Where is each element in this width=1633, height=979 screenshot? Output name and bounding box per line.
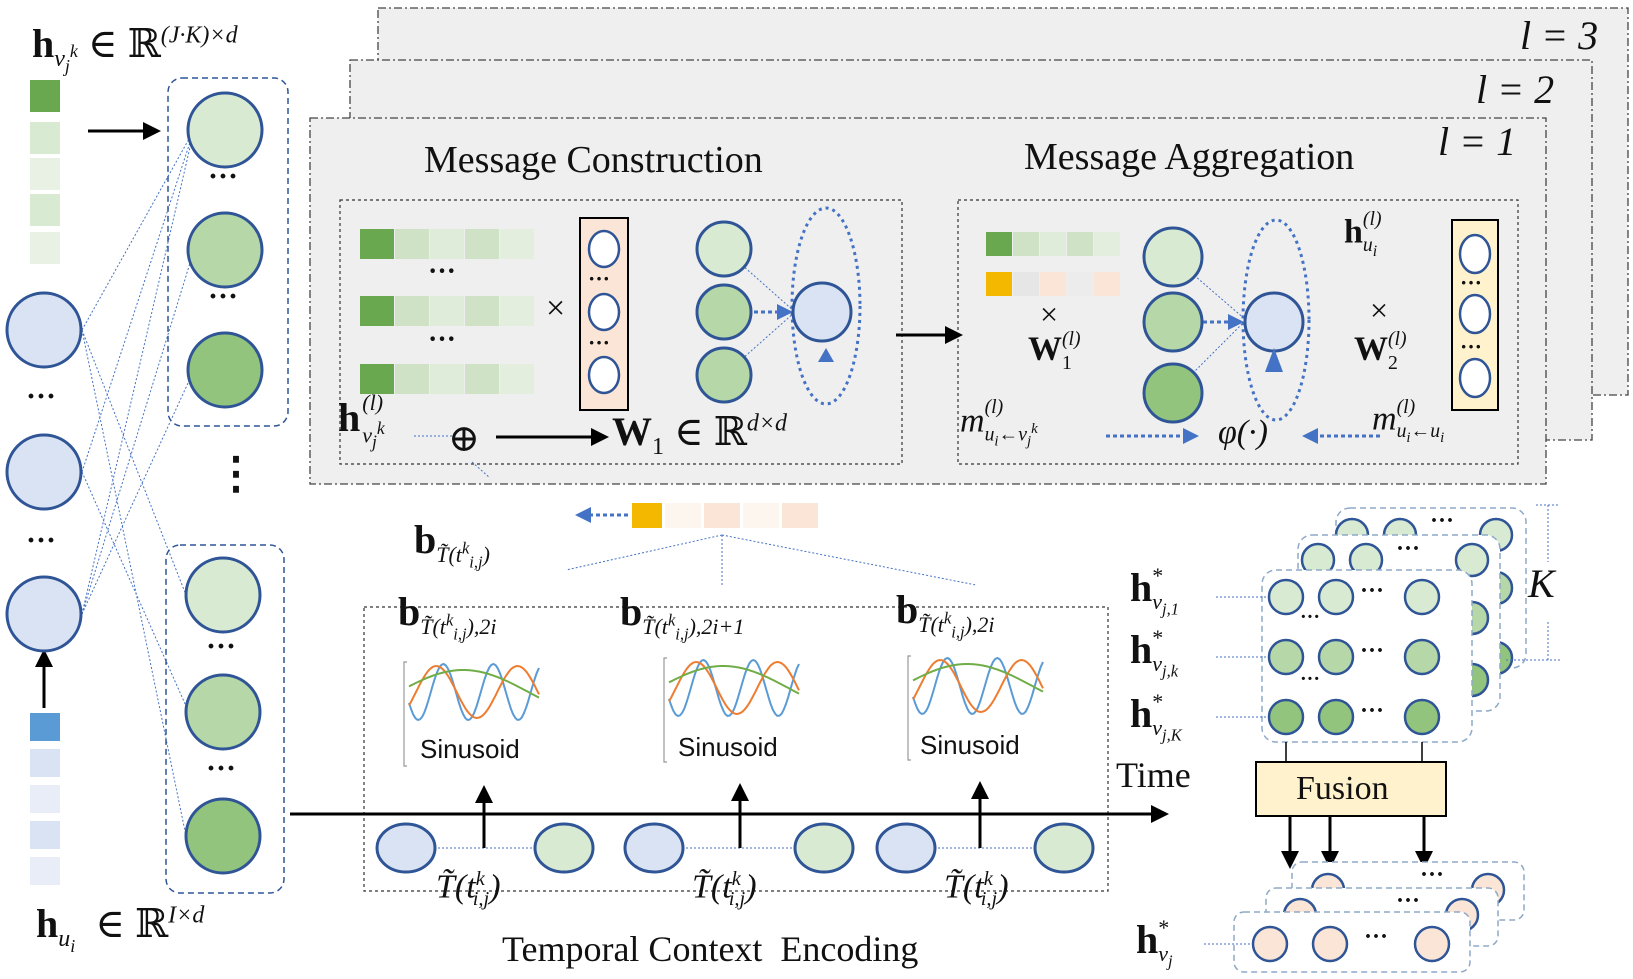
temporal-encoding-box	[363, 606, 1109, 892]
time-label-2: T̃(tki,j)	[692, 868, 757, 911]
time-axis-label: Time	[1116, 755, 1191, 795]
weight-dots-1: ···	[588, 266, 611, 291]
stack-back-dots: ···	[1430, 508, 1455, 534]
layer-2-label: l = 2	[1476, 67, 1555, 112]
message-from-item-label: m (l) ui←vjk	[960, 396, 1038, 450]
fusion-box	[1255, 761, 1447, 817]
fusion-out-arrows	[1281, 816, 1433, 869]
aggregation-times-1: ×	[1040, 296, 1059, 332]
front-row3-dots: ···	[1360, 698, 1385, 724]
h-ui-dots-2: ···	[1460, 334, 1483, 359]
user-dots-2: ···	[26, 524, 57, 557]
b-temporal-2i-label-1: bT̃(tki,j),2i	[398, 589, 497, 644]
item-group-vdots: ⋮	[214, 449, 258, 498]
h-star-vj1-label: h * vj,1	[1130, 563, 1179, 619]
item-dots-3: ···	[206, 630, 237, 663]
construction-dots-2: ···	[428, 324, 457, 355]
front-row2-dots: ···	[1360, 638, 1385, 664]
item-embedding-bars	[30, 80, 60, 264]
temporal-fan-lines	[565, 534, 977, 586]
h-ui-dimension-label: hui ∈ ℝI×d	[36, 901, 205, 956]
construction-dots-1: ···	[428, 256, 457, 287]
item-dots-2: ···	[208, 280, 239, 313]
b-temporal-2i-label-2: bT̃(tki,j),2i	[896, 587, 995, 642]
sinusoid-panel-2	[663, 657, 800, 763]
sinusoid-panel-3	[907, 655, 1044, 761]
construction-times: ×	[546, 290, 566, 327]
sin-curves	[408, 662, 540, 721]
time-node-pairs	[375, 822, 1095, 874]
feature-bars-construction	[360, 229, 534, 394]
front-vdots-2: ···	[1300, 668, 1321, 690]
construction-graph	[695, 206, 862, 406]
phi-aggregation-label: φ(·)	[1218, 414, 1268, 451]
layer-3-label: l = 3	[1520, 13, 1599, 58]
layer-1-label: l = 1	[1438, 119, 1517, 164]
oplus-symbol: ⊕	[448, 418, 480, 460]
h-ui-dots-1: ···	[1460, 270, 1483, 295]
k-bracket	[1506, 504, 1560, 661]
sinusoid-label-3: Sinusoid	[920, 730, 1020, 760]
time-label-1: T̃(tki,j)	[436, 868, 501, 911]
h-ui-vector	[1451, 219, 1499, 411]
w2-l-label: W (l) 2	[1354, 328, 1407, 374]
weight-dots-2: ···	[588, 330, 611, 355]
front-vdots-1: ···	[1300, 606, 1321, 628]
bipartite-edges	[81, 129, 195, 837]
item-dots-4: ···	[206, 752, 237, 785]
sinusoid-label-2: Sinusoid	[678, 732, 778, 762]
h-l-ui-label: h (l) ui	[1344, 208, 1382, 260]
temporal-vector-bar	[575, 503, 818, 528]
output-front-dots: ···	[1364, 924, 1389, 950]
message-construction-title: Message Construction	[424, 139, 763, 181]
feature-bars-aggregation	[986, 232, 1120, 296]
front-row1-dots: ···	[1360, 578, 1385, 604]
aggregation-times-2: ×	[1370, 292, 1389, 328]
k-stack-front	[1216, 569, 1473, 743]
sinusoid-panel-1	[403, 661, 540, 767]
output-mid-dots: ···	[1396, 888, 1421, 914]
w1-l-label: W (l) 1	[1028, 328, 1081, 374]
message-aggregation-title: Message Aggregation	[1024, 136, 1355, 178]
h-star-vj-label: h * vj	[1136, 915, 1173, 971]
w1-space-label: W1 ∈ ℝd×d	[612, 409, 788, 460]
item-group-bottom	[165, 544, 285, 894]
fusion-connectors	[1285, 742, 1423, 764]
sinusoid-label-1: Sinusoid	[420, 734, 520, 764]
user-nodes	[5, 291, 83, 653]
fusion-label: Fusion	[1296, 770, 1389, 807]
message-aggregation-box	[957, 199, 1519, 465]
user-dots-1: ···	[26, 380, 57, 413]
h-vjk-dimension-label: hvjk ∈ ℝ(J·K)×d	[32, 21, 238, 76]
time-up-arrows	[475, 781, 989, 848]
h-star-vjk-label: h * vj,k	[1130, 625, 1179, 681]
user-embedding-bars	[30, 713, 60, 885]
stack-mid-dots: ···	[1396, 536, 1421, 562]
k-count-label: K	[1528, 561, 1555, 606]
b-temporal-2i1-label: bT̃(tki,j),2i+1	[620, 589, 745, 644]
message-from-user-label: m (l) ui←ui	[1372, 396, 1445, 446]
aggregation-graph	[1106, 218, 1380, 444]
h-star-vjK-label: h * vj,K	[1130, 689, 1182, 745]
temporal-context-encoding-title: Temporal Context Encoding	[502, 929, 919, 969]
oplus-to-b-link	[471, 461, 491, 479]
output-back-dots: ···	[1420, 862, 1445, 888]
time-label-3: T̃(tki,j)	[944, 868, 1009, 911]
b-temporal-label: bT̃(tki,j)	[414, 517, 490, 572]
item-dots-1: ···	[208, 160, 239, 193]
item-group-top	[167, 77, 289, 427]
h-l-vjk-label: h (l) vjk	[338, 390, 385, 452]
weight-vector-construction	[579, 217, 629, 411]
message-construction-box	[339, 199, 903, 465]
output-stack-front	[1204, 911, 1471, 973]
